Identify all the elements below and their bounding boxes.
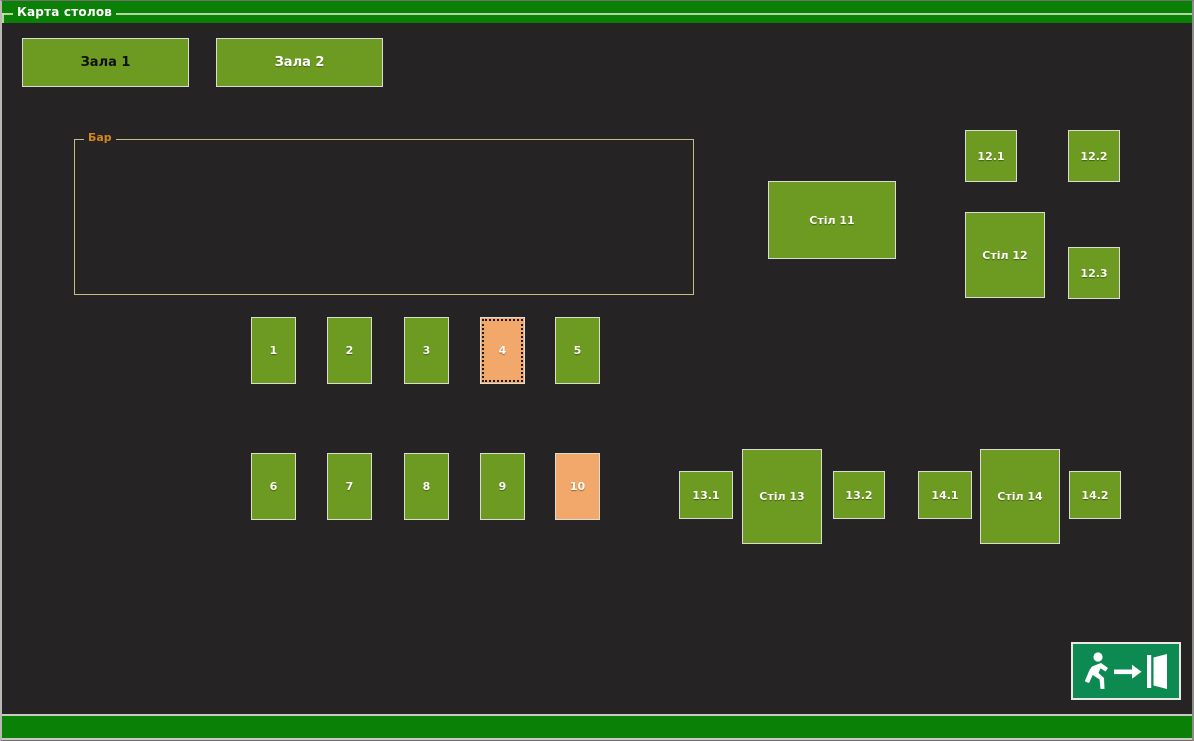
window-header-band xyxy=(2,1,1192,23)
table-label: 6 xyxy=(269,480,278,493)
table-label: 12.2 xyxy=(1080,149,1108,163)
bar-area-label: Бар xyxy=(84,131,116,144)
table-6[interactable]: 6 xyxy=(251,453,296,520)
table-label: Стіл 13 xyxy=(759,490,805,503)
table-label: 14.2 xyxy=(1081,488,1109,502)
table-9[interactable]: 9 xyxy=(480,453,525,520)
page-title: Карта столов xyxy=(13,5,117,19)
table-label: 1 xyxy=(269,344,278,357)
table-label: 12.1 xyxy=(977,149,1005,163)
table-5[interactable]: 5 xyxy=(555,317,600,384)
table-14-2[interactable]: 14.2 xyxy=(1069,471,1121,519)
table-14-1[interactable]: 14.1 xyxy=(918,471,972,519)
table-label: 14.1 xyxy=(931,488,959,502)
table-13[interactable]: Стіл 13 xyxy=(742,449,822,544)
table-2[interactable]: 2 xyxy=(327,317,372,384)
table-12-2[interactable]: 12.2 xyxy=(1068,130,1120,182)
table-13-2[interactable]: 13.2 xyxy=(833,471,885,519)
table-4[interactable]: 4 xyxy=(480,317,525,384)
table-label: 3 xyxy=(422,344,431,357)
hall-button-2[interactable]: Зала 2 xyxy=(216,38,383,87)
table-14[interactable]: Стіл 14 xyxy=(980,449,1060,544)
legend-rule xyxy=(2,13,1192,15)
table-label: 5 xyxy=(573,344,582,357)
table-label: 9 xyxy=(498,480,507,493)
table-10[interactable]: 10 xyxy=(555,453,600,520)
table-label: 8 xyxy=(422,480,431,493)
table-11[interactable]: Стіл 11 xyxy=(768,181,896,259)
bar-area xyxy=(74,139,694,295)
table-label: 12.3 xyxy=(1080,266,1108,280)
table-3[interactable]: 3 xyxy=(404,317,449,384)
table-label: Стіл 11 xyxy=(809,213,855,227)
legend-notch xyxy=(2,13,10,23)
table-1[interactable]: 1 xyxy=(251,317,296,384)
table-label: 7 xyxy=(345,480,354,493)
table-label: 2 xyxy=(345,344,354,357)
table-label: Стіл 14 xyxy=(997,490,1043,503)
table-7[interactable]: 7 xyxy=(327,453,372,520)
table-label: 4 xyxy=(498,344,507,357)
table-12-1[interactable]: 12.1 xyxy=(965,130,1017,182)
status-band xyxy=(2,714,1192,740)
exit-button[interactable] xyxy=(1071,642,1181,700)
table-13-1[interactable]: 13.1 xyxy=(679,471,733,519)
table-8[interactable]: 8 xyxy=(404,453,449,520)
table-label: Стіл 12 xyxy=(982,248,1028,262)
hall-button-1[interactable]: Зала 1 xyxy=(22,38,189,87)
table-label: 13.1 xyxy=(692,488,720,502)
table-12-3[interactable]: 12.3 xyxy=(1068,247,1120,299)
table-12[interactable]: Стіл 12 xyxy=(965,212,1045,298)
table-label: 10 xyxy=(569,480,586,493)
table-label: 13.2 xyxy=(845,488,873,502)
emergency-exit-icon xyxy=(1081,649,1171,693)
